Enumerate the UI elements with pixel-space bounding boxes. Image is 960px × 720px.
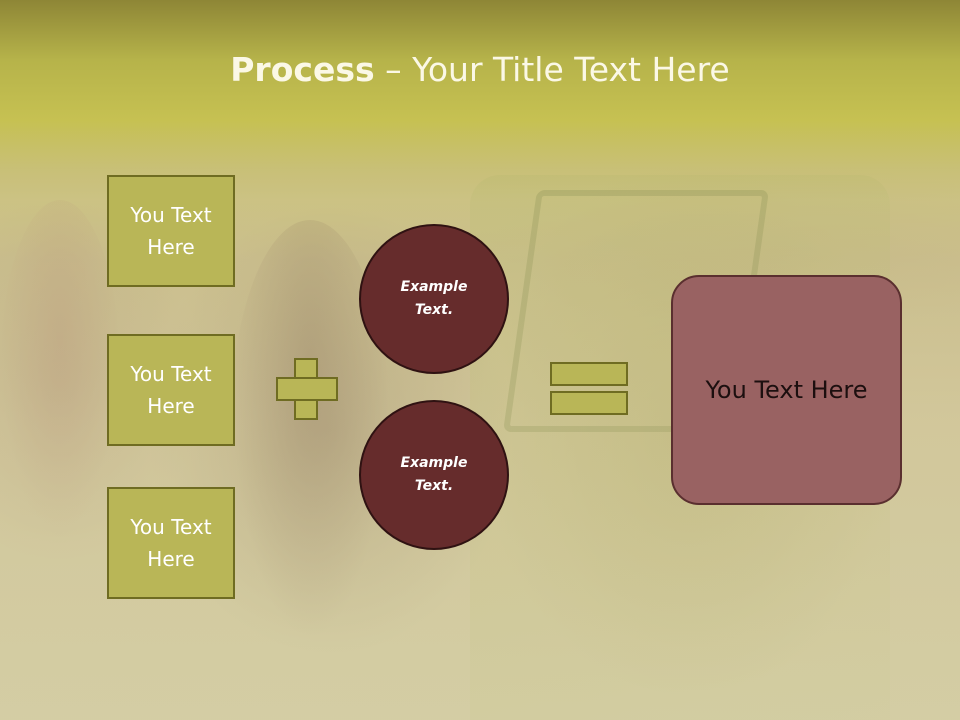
slide-title-rest: – Your Title Text Here (374, 50, 730, 89)
example-circle-2-label: Example Text. (400, 455, 468, 494)
example-circle-1-label: Example Text. (400, 279, 468, 318)
text-box-2-label: You Text Here (130, 362, 212, 418)
equals-icon-top-bar (550, 362, 628, 386)
text-box-1[interactable]: You Text Here (107, 175, 235, 287)
text-box-1-label: You Text Here (130, 203, 212, 259)
text-box-3[interactable]: You Text Here (107, 487, 235, 599)
background-figure-left (0, 200, 120, 540)
slide-title: Process – Your Title Text Here (0, 50, 960, 89)
result-box-label: You Text Here (705, 376, 868, 404)
result-box[interactable]: You Text Here (671, 275, 902, 505)
text-box-2[interactable]: You Text Here (107, 334, 235, 446)
equals-icon-bottom-bar (550, 391, 628, 415)
example-circle-2[interactable]: Example Text. (359, 400, 509, 550)
example-circle-1[interactable]: Example Text. (359, 224, 509, 374)
text-box-3-label: You Text Here (130, 515, 212, 571)
plus-icon-center (296, 379, 316, 399)
slide-title-bold: Process (230, 50, 375, 89)
